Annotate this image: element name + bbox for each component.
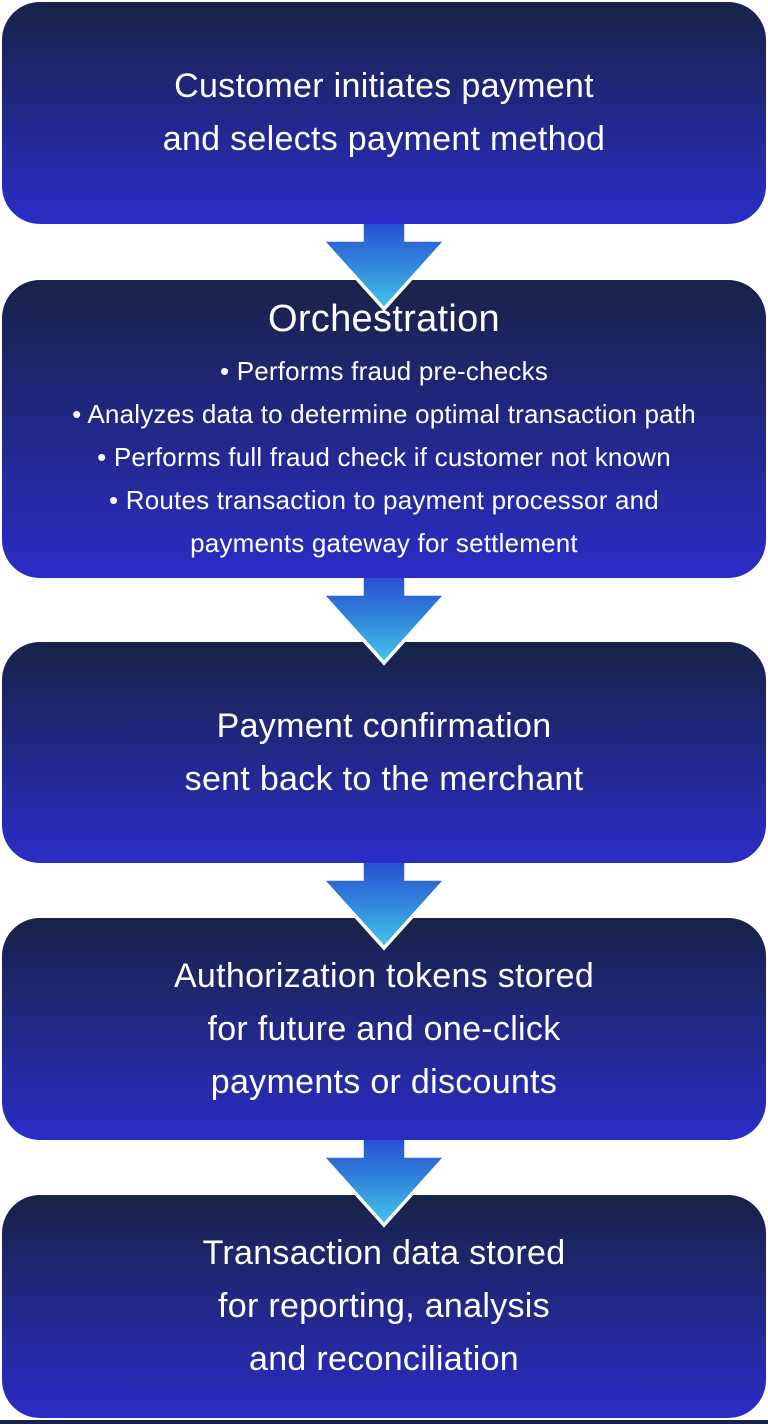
step-bullet-line: • Performs fraud pre-checks (219, 355, 549, 386)
step-text-line: for future and one-click (207, 1009, 561, 1048)
flow-step-transaction-data: Transaction data stored for reporting, an… (2, 1195, 766, 1418)
step-text-line: sent back to the merchant (184, 759, 584, 798)
down-arrow-icon (319, 578, 449, 666)
step-bullet-line: • Analyzes data to determine optimal tra… (72, 398, 696, 429)
step-text-line: payments or discounts (210, 1062, 558, 1101)
step-bullet-line: • Performs full fraud check if customer … (97, 441, 671, 472)
step-text-line: Authorization tokens stored (173, 956, 595, 995)
step-bullet-line: payments gateway for settlement (190, 527, 578, 558)
step-text-line: Payment confirmation (216, 706, 552, 745)
flow-step-orchestration: Orchestration• Performs fraud pre-checks… (2, 280, 766, 578)
step-text-line: Transaction data stored (202, 1234, 566, 1272)
flow-step-payment-confirmation: Payment confirmation sent back to the mer… (2, 642, 766, 863)
down-arrow-icon (319, 863, 449, 951)
step-text-line: Customer initiates payment (174, 67, 594, 105)
down-arrow-icon (319, 224, 449, 312)
flow-step-customer-initiates-payment: Customer initiates payment and selects pa… (2, 2, 766, 224)
step-bullet-line: • Routes transaction to payment processo… (109, 484, 659, 515)
flow-step-authorization-tokens: Authorization tokens stored for future an… (2, 918, 766, 1140)
down-arrow-icon (319, 1140, 449, 1228)
step-text-line: and reconciliation (248, 1340, 519, 1378)
step-text-line: and selects payment method (162, 120, 606, 158)
step-text-line: for reporting, analysis (218, 1287, 550, 1325)
cropped-next-box-edge (0, 1420, 768, 1424)
